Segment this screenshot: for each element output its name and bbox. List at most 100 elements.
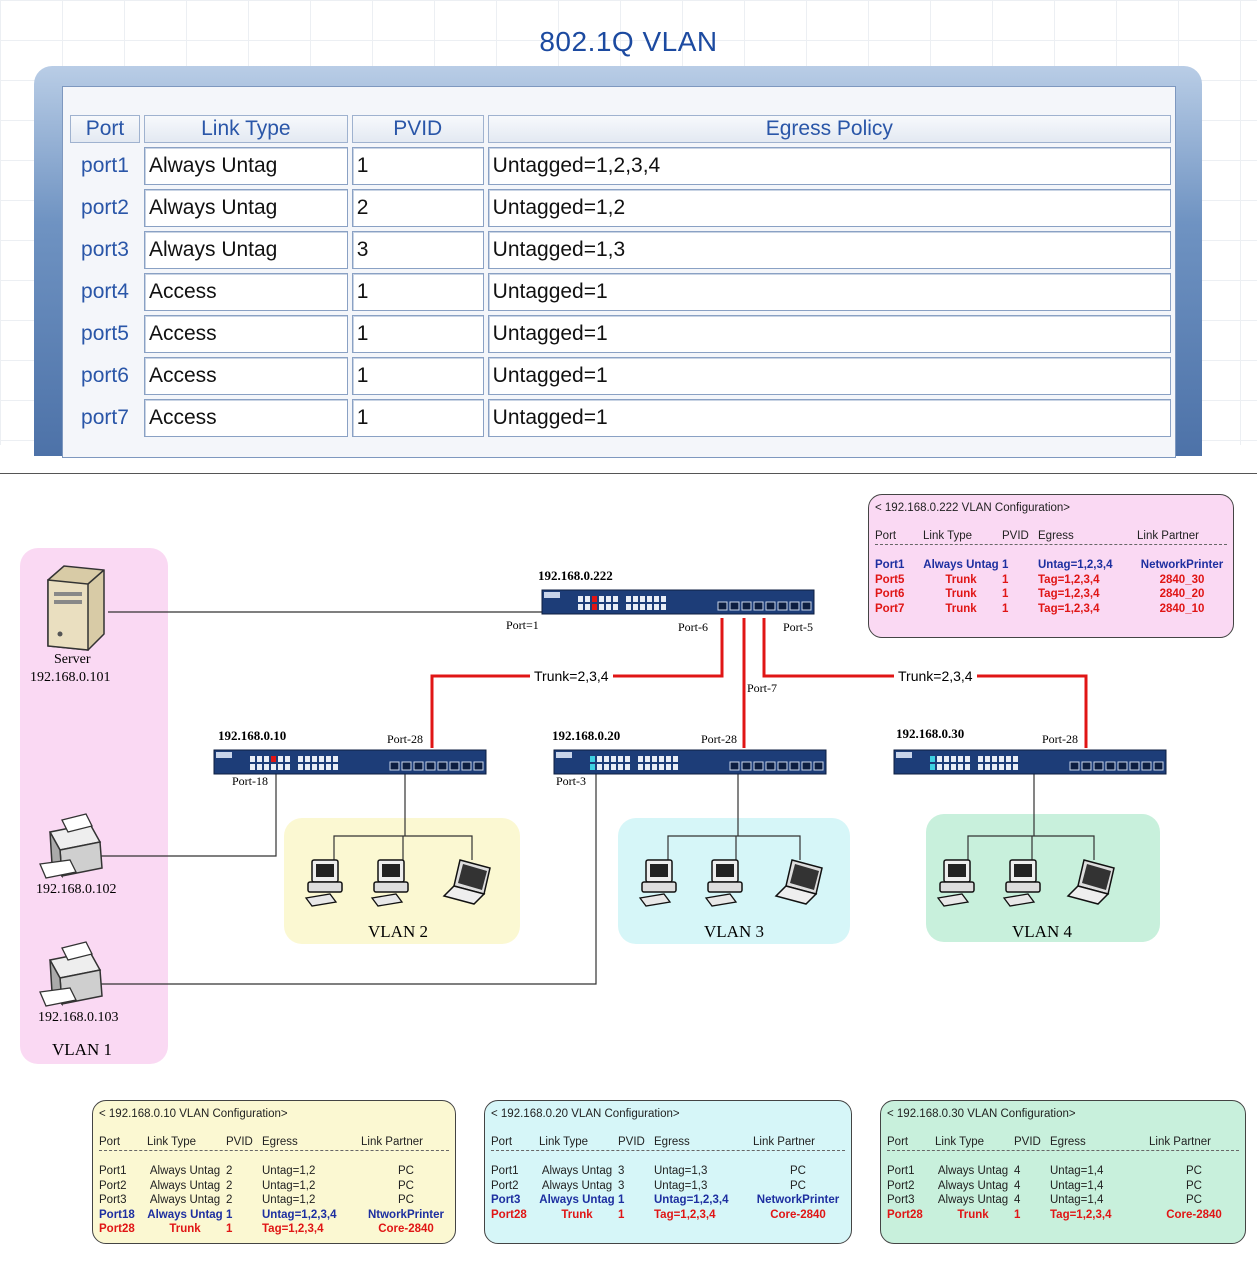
config-cell: Port1	[875, 559, 905, 571]
switch-port	[613, 596, 618, 602]
link-type-field[interactable]: Access	[143, 315, 348, 353]
config-cell: Untag=1,2,3,4	[262, 1208, 337, 1221]
switch-port	[285, 756, 290, 762]
switch-10-port28-label: Port-28	[387, 732, 423, 746]
link-sw20-vlan3	[667, 774, 801, 860]
uplink-port	[801, 601, 812, 611]
switch-port	[659, 756, 664, 762]
link-printer2-sw20	[100, 774, 597, 985]
switch-port	[992, 756, 997, 762]
switch-port	[654, 604, 659, 610]
pvid-field[interactable]: 1	[351, 399, 484, 437]
uplink-port	[1069, 761, 1080, 771]
switch-port	[597, 756, 602, 762]
link-type-field[interactable]: Always Untag	[143, 231, 348, 269]
uplink-port	[777, 761, 788, 771]
config-cell: Untag=1,4	[1050, 1165, 1104, 1177]
switch-port	[597, 764, 602, 770]
config-cell: Untag=1,2	[262, 1179, 316, 1192]
config-cell: 2840_20	[1159, 588, 1205, 600]
pvid-field[interactable]: 3	[351, 231, 484, 269]
config-cell: Trunk	[945, 602, 977, 615]
switch-port	[618, 756, 623, 762]
link-type-field[interactable]: Access	[143, 357, 348, 395]
egress-policy-field[interactable]: Untagged=1,2,3,4	[487, 147, 1171, 185]
switch-port	[958, 764, 963, 770]
uplink-port	[717, 601, 728, 611]
switch-port	[333, 756, 338, 762]
uplink-port	[1141, 761, 1152, 771]
switch-20-port28-label: Port-28	[701, 732, 737, 746]
config-cell: Trunk	[957, 1208, 989, 1221]
pvid-field[interactable]: 1	[351, 273, 484, 311]
pvid-field[interactable]: 1	[351, 147, 484, 185]
core-switch-ip: 192.168.0.222	[538, 568, 613, 583]
switch-30-ip: 192.168.0.30	[896, 726, 965, 741]
switch-port	[992, 764, 997, 770]
config-cell: Port2	[99, 1179, 127, 1192]
port-cell: port7	[70, 399, 140, 437]
switch-port	[666, 764, 671, 770]
config-cell: Core-2840	[1166, 1208, 1222, 1221]
uplink-port	[449, 761, 460, 771]
uplink-port	[765, 601, 776, 611]
uplink-port	[389, 761, 400, 771]
config-cell: Port3	[887, 1194, 915, 1206]
switch-port	[590, 764, 595, 770]
uplink-port	[729, 601, 740, 611]
server-name: Server	[54, 652, 91, 667]
link-type-field[interactable]: Always Untag	[143, 147, 348, 185]
config-cell: Untag=1,3	[654, 1179, 708, 1192]
config-header-cell: Link Type	[147, 1136, 197, 1148]
config-cell: Tag=1,2,3,4	[1050, 1208, 1112, 1221]
egress-policy-field[interactable]: Untagged=1,3	[487, 231, 1171, 269]
config-header-cell: PVID	[226, 1136, 253, 1148]
link-type-field[interactable]: Always Untag	[143, 189, 348, 227]
egress-policy-field[interactable]: Untagged=1	[487, 399, 1171, 437]
config-cell: Port3	[99, 1194, 127, 1206]
egress-policy-field[interactable]: Untagged=1,2	[487, 189, 1171, 227]
uplink-port	[813, 761, 824, 771]
switch-port	[652, 764, 657, 770]
switch-port	[673, 764, 678, 770]
uplink-port	[729, 761, 740, 771]
config-cell: Always Untag	[937, 1165, 1009, 1177]
egress-policy-field[interactable]: Untagged=1	[487, 357, 1171, 395]
switch-20-ip: 192.168.0.20	[552, 728, 621, 743]
switch-port	[257, 764, 262, 770]
link-type-field[interactable]: Access	[143, 399, 348, 437]
switch-port	[312, 764, 317, 770]
switch-port	[1013, 764, 1018, 770]
pvid-field[interactable]: 1	[351, 357, 484, 395]
egress-policy-field[interactable]: Untagged=1	[487, 315, 1171, 353]
switch-port	[978, 756, 983, 762]
column-header-pvid: PVID	[351, 115, 484, 143]
egress-policy-field[interactable]: Untagged=1	[487, 273, 1171, 311]
core-port1-label: Port=1	[506, 618, 539, 632]
config-cell: 2	[226, 1179, 233, 1192]
pvid-field[interactable]: 2	[351, 189, 484, 227]
switch-port	[590, 756, 595, 762]
config-cell: Untag=1,3	[654, 1165, 708, 1177]
switch-port	[638, 756, 643, 762]
link-type-field[interactable]: Access	[143, 273, 348, 311]
config-cell: 4	[1014, 1179, 1021, 1192]
uplink-port	[473, 761, 484, 771]
pvid-field[interactable]: 1	[351, 315, 484, 353]
config-cell: 2840_30	[1159, 573, 1205, 586]
switch-port	[985, 764, 990, 770]
switch-port	[1013, 756, 1018, 762]
config-cell: 1	[618, 1194, 625, 1206]
switch-port	[978, 764, 983, 770]
switch-port	[585, 596, 590, 602]
config-cell: PC	[398, 1165, 414, 1177]
switch-port	[666, 756, 671, 762]
